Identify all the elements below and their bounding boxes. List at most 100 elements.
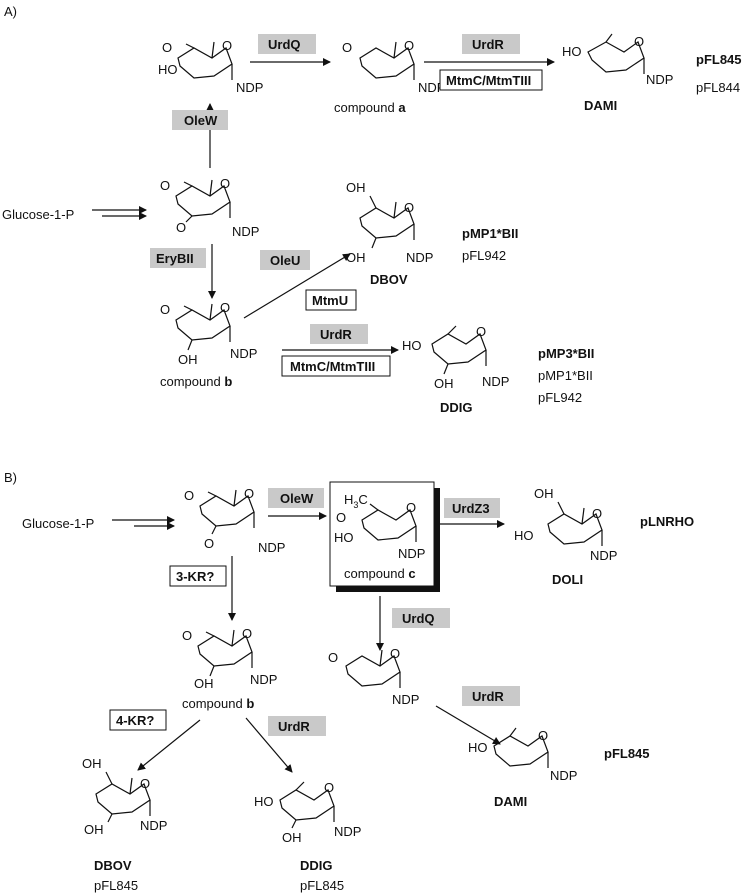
atom-o: O (184, 488, 194, 503)
atom-ndp: NDP (646, 72, 673, 87)
enzyme-box-3kr (169, 565, 227, 587)
atom-ndp: NDP (418, 80, 445, 95)
atom-oh: OH (282, 830, 302, 845)
atom-o: O (390, 646, 400, 661)
enzyme-box-erybii (150, 248, 206, 268)
atom-o: O (176, 220, 186, 235)
enzyme-box-urdz3 (444, 498, 500, 518)
structure-dbov-b: OH O OH NDP (82, 756, 167, 837)
panel-a-label: A) (4, 4, 17, 19)
structure-a1: O O HO NDP (158, 38, 263, 95)
atom-ndp: NDP (392, 692, 419, 707)
enzyme-box-urdq (392, 608, 450, 628)
atom-o: O (242, 626, 252, 641)
structure-dbov-a: OH O OH NDP (346, 180, 433, 265)
plasmid-pmp1bii: pMP1*BII (462, 226, 518, 241)
plasmid-pfl845: pFL845 (696, 52, 742, 67)
enzyme-box-mtmc (281, 355, 391, 377)
compound-a-label: compound a (334, 100, 406, 115)
atom-ndp: NDP (406, 250, 433, 265)
atom-h3c: H3C (344, 492, 368, 510)
start-glucose-label: Glucose-1-P (22, 516, 94, 531)
atom-o: O (220, 176, 230, 191)
atom-o: O (162, 40, 172, 55)
enzyme-urdq: UrdQ (402, 611, 435, 626)
atom-o: O (244, 486, 254, 501)
structure-compound-b-b: O O OH NDP (182, 626, 277, 691)
atom-ndp: NDP (482, 374, 509, 389)
atom-o: O (634, 34, 644, 49)
atom-o: O (220, 300, 230, 315)
atom-o: O (404, 38, 414, 53)
plasmid-pfl942: pFL942 (538, 390, 582, 405)
enzyme-oleu: OleU (270, 253, 300, 268)
enzyme-olew: OleW (280, 491, 314, 506)
enzyme-box-urdr (268, 716, 326, 736)
enzyme-box-4kr (109, 709, 167, 731)
structure-compound-a: O O NDP (342, 38, 445, 95)
enzyme-box-oleu (260, 250, 310, 270)
enzyme-4kr: 4-KR? (116, 713, 154, 728)
compound-ddig-label: DDIG (300, 858, 333, 873)
plasmid-pfl845: pFL845 (604, 746, 650, 761)
compound-dbov-label: DBOV (370, 272, 408, 287)
atom-ndp: NDP (230, 346, 257, 361)
structure-dami: HO O NDP (562, 33, 673, 87)
enzyme-urdr: UrdR (472, 37, 504, 52)
atom-o: O (476, 324, 486, 339)
structure-compound-a-b: O O NDP (328, 646, 419, 707)
atom-ndp: NDP (250, 672, 277, 687)
structure-ddig-a: HO O OH NDP (402, 324, 509, 391)
enzyme-box-mtmc (439, 69, 543, 91)
enzyme-mtmu: MtmU (312, 293, 348, 308)
plasmid-pmp1bii: pMP1*BII (538, 368, 593, 383)
atom-o: O (140, 776, 150, 791)
enzyme-mtmc: MtmC/MtmTIII (446, 73, 531, 88)
plasmid-pfl845: pFL845 (94, 878, 138, 893)
arrow (137, 719, 201, 771)
compound-ddig-label: DDIG (440, 400, 473, 415)
atom-ho: HO (514, 528, 534, 543)
atom-o: O (324, 780, 334, 795)
compound-c-box (329, 481, 435, 587)
enzyme-urdz3: UrdZ3 (452, 501, 490, 516)
plasmid-pfl845: pFL845 (300, 878, 344, 893)
structure-ddig-b: HO O OH NDP (254, 780, 361, 845)
enzyme-box-olew (172, 110, 228, 130)
atom-o: O (160, 178, 170, 193)
structure-diketo-a: O O O NDP (160, 176, 259, 239)
atom-ho: HO (334, 530, 354, 545)
atom-ho: HO (158, 62, 178, 77)
compound-doli-label: DOLI (552, 572, 583, 587)
enzyme-box-urdr (462, 686, 520, 706)
structure-diketo-b: O O O NDP (184, 486, 285, 555)
atom-oh: OH (178, 352, 198, 367)
structure-dami-b: HO O NDP (468, 727, 577, 783)
compound-c-label: compound c (344, 566, 416, 581)
enzyme-urdr: UrdR (320, 327, 352, 342)
atom-ndp: NDP (140, 818, 167, 833)
atom-o: O (592, 506, 602, 521)
atom-ndp: NDP (232, 224, 259, 239)
enzyme-box-mtmu (305, 289, 357, 311)
atom-o: O (222, 38, 232, 53)
arrow (243, 253, 351, 319)
atom-ndp: NDP (258, 540, 285, 555)
atom-ho: HO (468, 740, 488, 755)
enzyme-urdq: UrdQ (268, 37, 301, 52)
atom-o: O (204, 536, 214, 551)
compound-dami-label: DAMI (584, 98, 617, 113)
enzyme-mtmc: MtmC/MtmTIII (290, 359, 375, 374)
enzyme-erybii: EryBII (156, 251, 194, 266)
arrow (435, 705, 501, 745)
enzyme-3kr: 3-KR? (176, 569, 214, 584)
atom-o: O (182, 628, 192, 643)
plasmid-plnrho: pLNRHO (640, 514, 694, 529)
structure-doli: OH O HO NDP (514, 486, 617, 563)
atom-ndp: NDP (550, 768, 577, 783)
panel-b-label: B) (4, 470, 17, 485)
atom-oh: OH (84, 822, 104, 837)
atom-ndp: NDP (334, 824, 361, 839)
plasmid-pfl942: pFL942 (462, 248, 506, 263)
arrow (245, 717, 293, 773)
